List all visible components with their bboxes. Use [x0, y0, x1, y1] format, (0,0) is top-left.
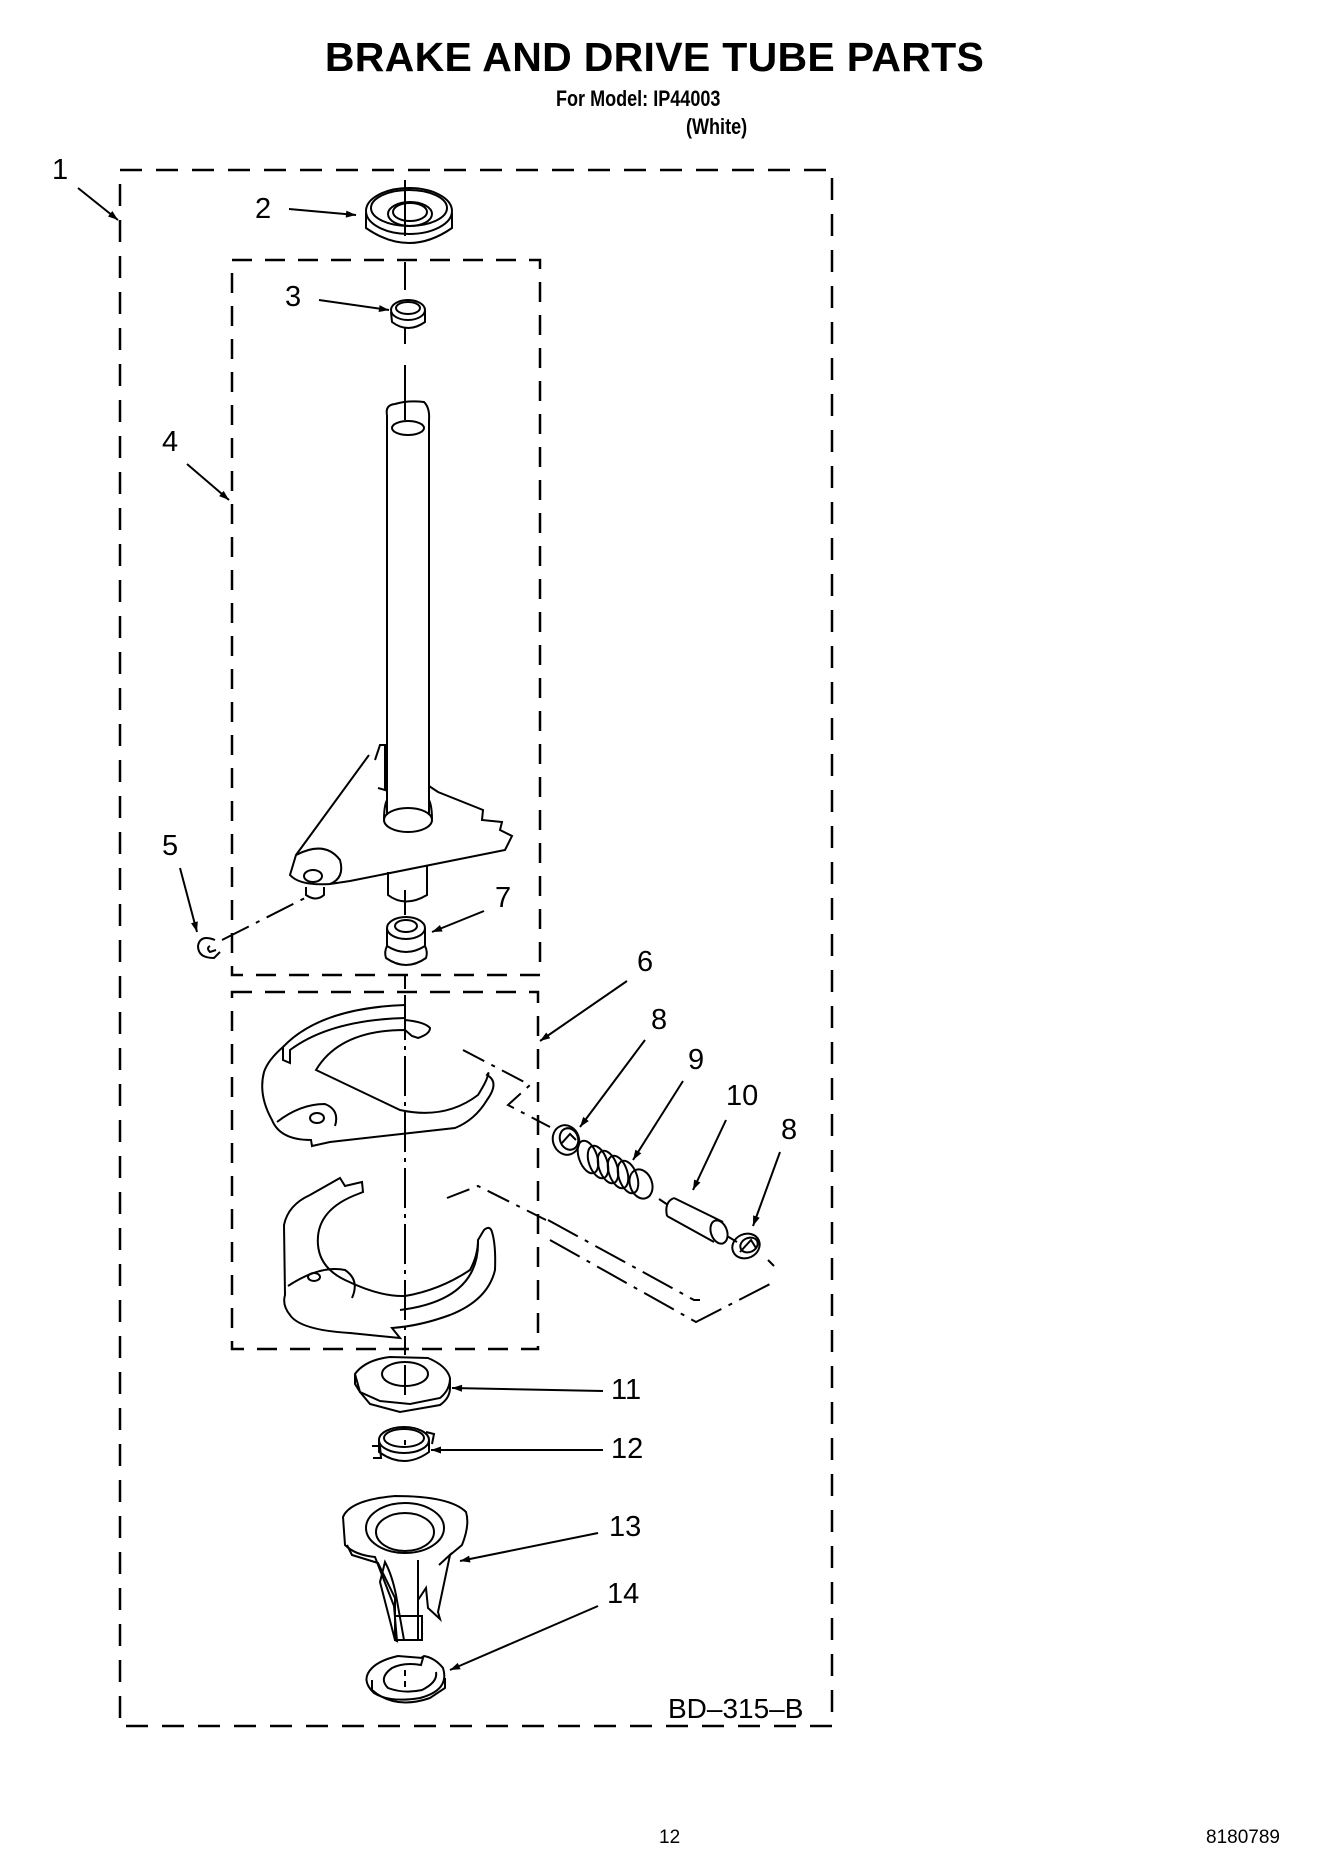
part-8-washer-right — [731, 1232, 761, 1260]
part-10-pin — [665, 1197, 738, 1245]
callout-6: 6 — [637, 946, 654, 978]
part-14-retaining-ring — [365, 1654, 446, 1704]
model-color: (White) — [686, 114, 748, 139]
page-number: 12 — [659, 1827, 681, 1848]
assembly-boundary-6 — [230, 990, 540, 1351]
part-5-e-clip — [196, 897, 306, 960]
part-4-drive-tube — [288, 400, 514, 903]
callout-2: 2 — [255, 193, 272, 225]
callout-9: 9 — [688, 1044, 705, 1076]
assembly-boundary-1 — [118, 168, 834, 1728]
callout-1: 1 — [52, 154, 69, 186]
diagram-code: BD–315–B — [668, 1693, 804, 1724]
leader-lines — [77, 187, 781, 1671]
callout-13: 13 — [609, 1511, 642, 1543]
callout-8-right: 8 — [781, 1114, 798, 1146]
callout-3: 3 — [285, 281, 302, 313]
callout-5: 5 — [162, 830, 179, 862]
part-2-seal — [365, 187, 453, 244]
callout-14: 14 — [607, 1578, 640, 1610]
assembly-boundary-4 — [230, 258, 542, 977]
callout-4: 4 — [162, 426, 179, 458]
part-7-bushing — [384, 916, 428, 966]
part-11-cam — [353, 1355, 452, 1414]
callout-12: 12 — [611, 1433, 644, 1465]
part-3-bushing — [390, 299, 426, 329]
part-8-washer-left — [551, 1124, 581, 1156]
callout-11: 11 — [611, 1374, 642, 1406]
callout-10: 10 — [726, 1080, 759, 1112]
callout-8-left: 8 — [651, 1004, 668, 1036]
page-title: BRAKE AND DRIVE TUBE PARTS — [324, 34, 985, 80]
model-number: For Model: IP44003 — [556, 86, 721, 111]
document-number: 8180789 — [1206, 1827, 1280, 1848]
part-13-brake-lever — [341, 1494, 469, 1643]
part-6-brake-shoes — [261, 1003, 775, 1340]
part-9-spring — [576, 1139, 669, 1206]
callout-7: 7 — [495, 882, 512, 914]
part-12-ring — [372, 1426, 436, 1462]
